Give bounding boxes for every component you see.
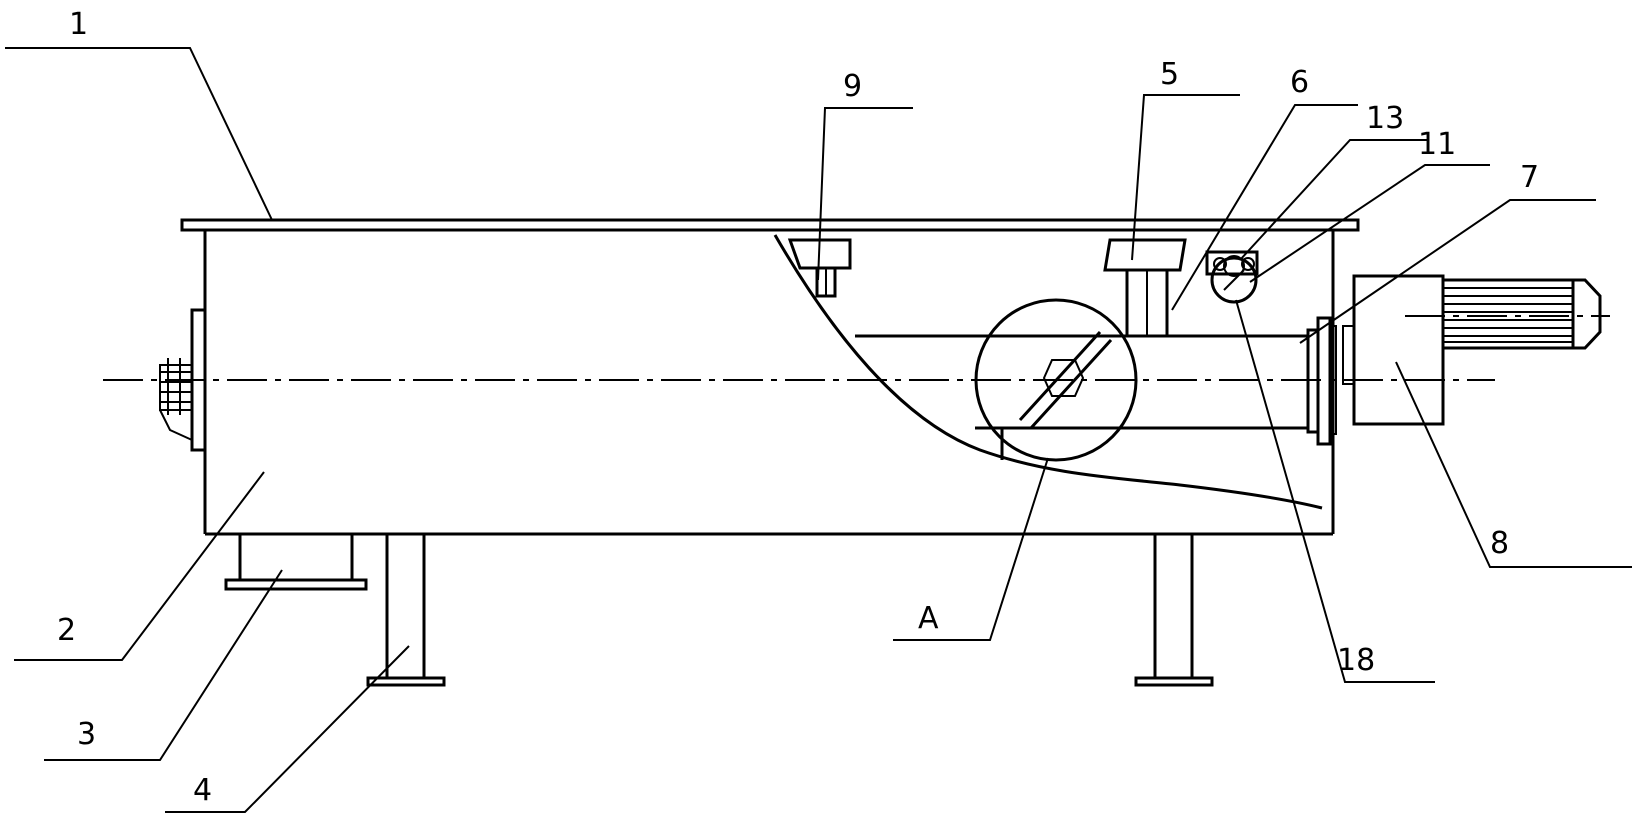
callout-6: 6: [1290, 65, 1309, 100]
tank-body: [203, 230, 1335, 536]
callout-4: 4: [193, 773, 212, 808]
center-line: [103, 315, 1610, 381]
callout-a: A: [918, 601, 939, 636]
callout-5: 5: [1160, 57, 1179, 92]
bearing-support-5: [1103, 238, 1187, 338]
callout-7: 7: [1520, 160, 1539, 195]
screw-shaft: [855, 316, 1337, 460]
leader-lines: [5, 47, 1632, 813]
callout-11: 11: [1418, 127, 1456, 162]
callout-labels: 1 2 3 4 5 6 7 8 9 11 13 18 A: [57, 7, 1539, 808]
callout-3: 3: [77, 717, 96, 752]
top-cover-plate: [180, 218, 1360, 232]
cutaway-section-line: [773, 234, 1323, 510]
chain-wheel-assembly: [1205, 250, 1259, 304]
callout-2: 2: [57, 613, 76, 648]
gearbox: [1342, 274, 1445, 426]
callout-9: 9: [843, 69, 862, 104]
outlet: [224, 534, 368, 591]
drive-motor: [1441, 278, 1602, 350]
callout-13: 13: [1366, 101, 1404, 136]
callout-1: 1: [69, 7, 88, 42]
callout-8: 8: [1490, 526, 1509, 561]
bearing-support-9: [787, 238, 852, 298]
support-legs: [366, 534, 1214, 687]
callout-18: 18: [1337, 643, 1375, 678]
